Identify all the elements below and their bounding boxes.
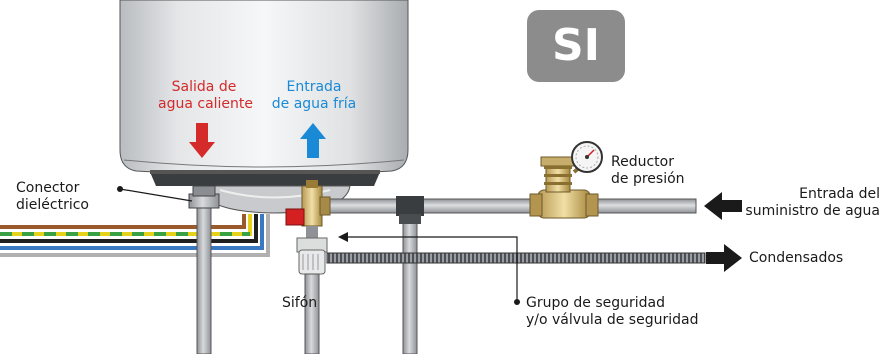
inlet-line1: Entrada xyxy=(286,79,342,95)
water-heater-tank xyxy=(119,0,409,214)
siphon-label: Sifón xyxy=(282,295,318,311)
supply-line1: Entrada del xyxy=(799,186,880,202)
hot-water-outlet-label: Salida de agua caliente xyxy=(158,79,254,113)
cold-water-arrow xyxy=(300,123,326,158)
reducer-line1: Reductor xyxy=(611,154,674,170)
inlet-line2: de agua fría xyxy=(271,96,357,112)
hot-water-arrow xyxy=(189,123,215,158)
pressure-reducer xyxy=(529,141,603,219)
supply-pipe xyxy=(321,198,697,214)
tee-fitting xyxy=(396,196,424,354)
outlet-line1: Salida de xyxy=(171,79,237,95)
siphon xyxy=(296,237,328,354)
safety-valve-group xyxy=(285,180,331,240)
safety-line1: Grupo de seguridad xyxy=(526,295,665,311)
condensate-hose xyxy=(326,252,706,264)
connector-line2: dieléctrico xyxy=(16,197,89,213)
pressure-reducer-label: Reductor de presión xyxy=(611,154,685,188)
safety-valve-handle xyxy=(285,208,305,226)
condensates-arrow xyxy=(706,244,742,272)
connector-line1: Conector xyxy=(16,180,80,196)
hot-outlet-pipe xyxy=(188,185,220,354)
safety-group-label: Grupo de seguridad y/o válvula de seguri… xyxy=(526,295,698,329)
safety-group-leader xyxy=(338,232,520,305)
safety-line2: y/o válvula de seguridad xyxy=(526,312,699,328)
condensates-label: Condensados xyxy=(749,250,844,266)
outlet-line2: agua caliente xyxy=(158,96,254,112)
reducer-line2: de presión xyxy=(611,171,685,187)
cold-water-inlet-label: Entrada de agua fría xyxy=(262,79,366,113)
dielectric-connector-label: Conector dieléctrico xyxy=(16,180,89,214)
electrical-cables xyxy=(0,214,270,257)
supply-arrow xyxy=(704,192,742,220)
si-badge: SI xyxy=(527,10,625,82)
water-supply-label: Entrada del suministro de agua xyxy=(738,186,880,220)
connector-leader xyxy=(117,186,193,202)
supply-line2: suministro de agua xyxy=(745,203,880,219)
